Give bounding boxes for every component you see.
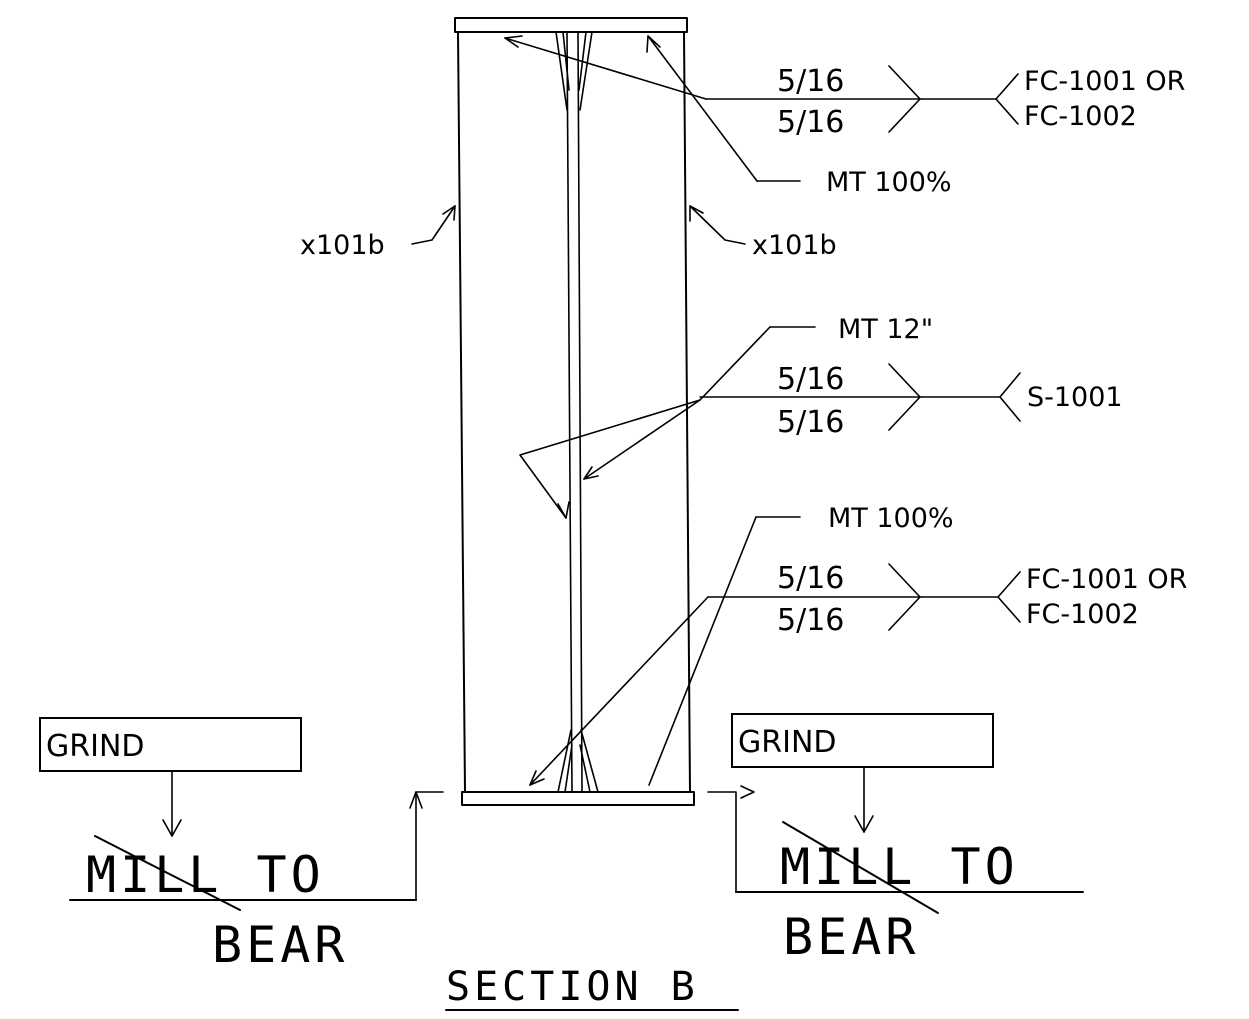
weld-size-top: 5/16 — [777, 362, 844, 397]
inspection-note-top: MT 100% — [646, 35, 952, 198]
grind-box — [39, 717, 302, 772]
weld-symbol-bottom: 5/16 5/16 FC-1001 OR FC-1002 — [707, 561, 1187, 638]
weld-size-top: 5/16 — [777, 64, 844, 99]
note-arrowhead — [529, 770, 545, 786]
weld-tail-line1: S-1001 — [1027, 382, 1123, 413]
mill-strike-line — [782, 821, 939, 914]
bottom-stiffener-line — [579, 744, 591, 793]
bear-leader — [707, 791, 737, 893]
grind-arrowhead — [162, 819, 182, 837]
member-mark-text: x101b — [752, 230, 837, 261]
inspection-note-text: MT 12" — [838, 314, 933, 345]
inspection-note-text: MT 100% — [826, 167, 952, 198]
grind-label: GRIND — [738, 725, 836, 760]
left-flange-line — [457, 31, 466, 793]
note-arrowhead — [557, 501, 570, 519]
note-arrowhead — [646, 35, 661, 53]
member-mark-right: x101b — [689, 205, 837, 261]
note-leader — [647, 35, 758, 182]
top-stiffener-line — [555, 31, 568, 111]
inspection-note-bottom: MT 100% — [529, 503, 954, 786]
mill-label: MILL TO — [86, 846, 325, 904]
note-leader-branch — [583, 399, 701, 480]
weld-tail-line1: FC-1001 OR — [1024, 66, 1185, 97]
web-line-right — [577, 31, 583, 793]
section-title: SECTION B — [445, 964, 739, 1011]
section-title-text: SECTION B — [446, 964, 699, 1010]
weld-tail-symbol — [995, 73, 1019, 125]
grind-arrowhead — [854, 815, 874, 833]
column-member — [454, 17, 695, 806]
grind-box — [731, 713, 994, 768]
member-mark-text: x101b — [300, 230, 385, 261]
bottom-stiffener-line — [580, 729, 599, 793]
weld-tail-line1: FC-1001 OR — [1026, 564, 1187, 595]
bottom-stiffener-line — [557, 729, 572, 793]
bear-leader — [415, 791, 444, 901]
left-bearing-detail: GRIND MILL TO BEAR — [39, 717, 444, 974]
top-cap-plate — [454, 17, 688, 33]
weld-tail-symbol — [997, 571, 1021, 623]
member-mark-leader — [411, 205, 456, 245]
bottom-stiffener-line — [564, 744, 573, 793]
fillet-weld-symbol — [888, 65, 921, 133]
weld-leader — [504, 37, 707, 100]
fillet-weld-symbol — [888, 563, 921, 631]
weld-size-bottom: 5/16 — [777, 105, 844, 140]
member-mark-left: x101b — [300, 205, 456, 261]
weld-tail-symbol — [999, 372, 1021, 422]
bottom-base-plate — [461, 791, 695, 806]
member-mark-leader — [689, 205, 746, 245]
note-leader — [699, 326, 771, 401]
note-leader — [529, 596, 709, 786]
mill-label: MILL TO — [780, 838, 1019, 896]
weld-tail-line2: FC-1002 — [1026, 599, 1139, 630]
bear-leader-arrow — [409, 791, 423, 809]
bear-leader-arrow — [740, 785, 755, 799]
web-line-left — [566, 31, 573, 793]
weld-symbol-middle: 5/16 5/16 S-1001 — [699, 362, 1123, 440]
weld-size-top: 5/16 — [777, 561, 844, 596]
grind-label: GRIND — [46, 729, 144, 764]
weld-symbol-top: 5/16 5/16 FC-1001 OR FC-1002 — [504, 35, 1185, 140]
bear-label: BEAR — [783, 908, 919, 966]
mill-strike-line — [94, 835, 241, 911]
note-leader — [648, 516, 757, 786]
note-leader-branch — [519, 399, 701, 519]
weld-arrowhead — [504, 35, 523, 48]
weld-size-bottom: 5/16 — [777, 603, 844, 638]
weld-tail-line2: FC-1002 — [1024, 101, 1137, 132]
member-mark-arrowhead — [689, 205, 704, 222]
fillet-weld-symbol — [888, 363, 921, 431]
bear-label: BEAR — [212, 916, 348, 974]
inspection-note-middle: MT 12" — [519, 314, 933, 519]
member-mark-arrowhead — [442, 205, 456, 221]
inspection-note-text: MT 100% — [828, 503, 954, 534]
weld-size-bottom: 5/16 — [777, 405, 844, 440]
right-flange-line — [683, 31, 691, 793]
right-bearing-detail: GRIND MILL TO BEAR — [707, 713, 1084, 966]
top-stiffener-line — [579, 31, 593, 111]
top-stiffener-line — [562, 31, 570, 91]
note-arrowhead — [583, 466, 599, 480]
